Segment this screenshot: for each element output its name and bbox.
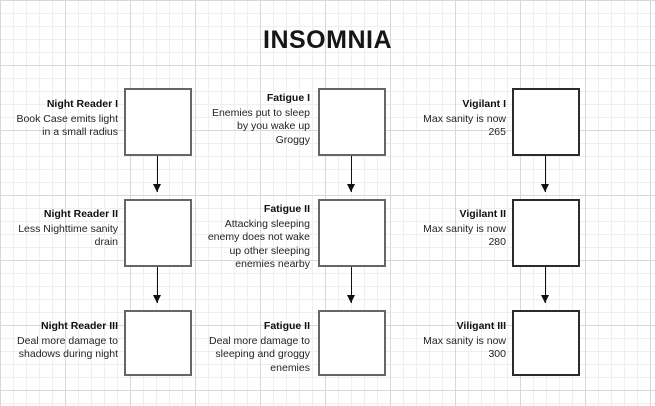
skill-label-fatigue-3: Fatigue II Deal more damage to sleeping … xyxy=(202,320,310,375)
skill-box-fatigue-1[interactable] xyxy=(318,88,386,156)
skill-title: Night Reader II xyxy=(43,208,118,220)
skill-description: Max sanity is now 300 xyxy=(423,334,506,361)
connector-night-reader-1-2 xyxy=(157,156,158,192)
skill-label-night-reader-3: Night Reader III Deal more damage to sha… xyxy=(4,320,118,362)
skill-label-fatigue-1: Fatigue I Enemies put to sleep by you wa… xyxy=(205,92,310,147)
skill-label-fatigue-2: Fatigue II Attacking sleeping enemy does… xyxy=(205,203,310,272)
skill-description: Book Case emits light in a small radius xyxy=(16,112,118,139)
skill-box-night-reader-1[interactable] xyxy=(124,88,192,156)
skill-label-night-reader-2: Night Reader II Less Nighttime sanity dr… xyxy=(8,208,118,250)
skill-label-vigilant-1: Vigilant I Max sanity is now 265 xyxy=(406,98,506,140)
skill-title: Night Reader III xyxy=(40,320,118,332)
skill-description: Less Nighttime sanity drain xyxy=(18,222,118,249)
arrowhead-fatigue-1-2 xyxy=(347,184,355,192)
arrowhead-fatigue-2-3 xyxy=(347,295,355,303)
connector-fatigue-1-2 xyxy=(351,156,352,192)
skill-description: Attacking sleeping enemy does not wake u… xyxy=(207,217,310,271)
skill-title: Fatigue II xyxy=(263,203,310,215)
skill-box-night-reader-2[interactable] xyxy=(124,199,192,267)
arrowhead-vigilant-2-3 xyxy=(541,295,549,303)
skill-box-fatigue-2[interactable] xyxy=(318,199,386,267)
skill-label-vigilant-2: Vigilant II Max sanity is now 280 xyxy=(406,208,506,250)
skill-description: Deal more damage to sleeping and groggy … xyxy=(209,334,310,374)
arrowhead-night-reader-2-3 xyxy=(153,295,161,303)
skill-description: Deal more damage to shadows during night xyxy=(17,334,118,361)
skill-box-vigilant-3[interactable] xyxy=(512,310,580,376)
skill-box-vigilant-1[interactable] xyxy=(512,88,580,156)
skill-title: Vigilant I xyxy=(462,98,506,110)
connector-fatigue-2-3 xyxy=(351,267,352,303)
skill-description: Max sanity is now 265 xyxy=(423,112,506,139)
skill-title: Viligant III xyxy=(456,320,506,332)
arrowhead-night-reader-1-2 xyxy=(153,184,161,192)
connector-night-reader-2-3 xyxy=(157,267,158,303)
skill-box-vigilant-2[interactable] xyxy=(512,199,580,267)
skill-title: Night Reader I xyxy=(46,98,118,110)
skill-label-night-reader-1: Night Reader I Book Case emits light in … xyxy=(8,98,118,140)
skill-label-vigilant-3: Viligant III Max sanity is now 300 xyxy=(406,320,506,362)
skill-title: Fatigue I xyxy=(266,92,310,104)
connector-vigilant-1-2 xyxy=(545,156,546,192)
page-title: INSOMNIA xyxy=(263,26,392,54)
skill-description: Enemies put to sleep by you wake up Grog… xyxy=(211,106,310,146)
connector-vigilant-2-3 xyxy=(545,267,546,303)
skill-title: Vigilant II xyxy=(459,208,506,220)
skill-title: Fatigue II xyxy=(263,320,310,332)
skill-box-night-reader-3[interactable] xyxy=(124,310,192,376)
skill-box-fatigue-3[interactable] xyxy=(318,310,386,376)
arrowhead-vigilant-1-2 xyxy=(541,184,549,192)
skill-description: Max sanity is now 280 xyxy=(423,222,506,249)
